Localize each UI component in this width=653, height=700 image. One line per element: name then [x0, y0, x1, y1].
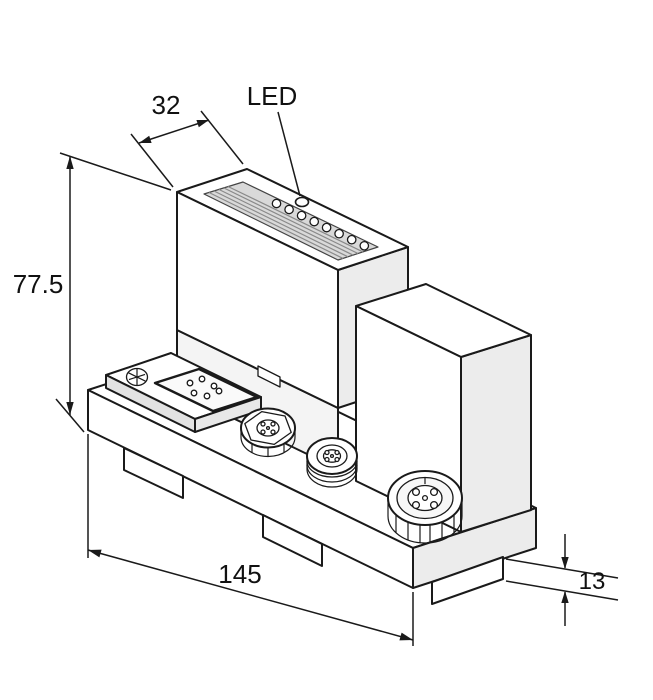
arrowhead	[196, 120, 209, 128]
arrowhead	[66, 402, 74, 415]
pin	[260, 421, 266, 427]
label-plate	[105, 352, 262, 433]
dimension-width: 32	[130, 90, 244, 188]
pin	[411, 487, 421, 497]
dim-foot-label: 13	[579, 568, 606, 595]
pin	[270, 429, 276, 435]
pin-center	[421, 494, 429, 502]
connector-recess	[153, 367, 259, 413]
recess-pin-hole	[190, 389, 198, 397]
label-field	[203, 181, 379, 261]
pin	[429, 500, 439, 510]
pin	[334, 449, 340, 456]
led-window-icon	[346, 234, 357, 245]
m12-connector-threaded	[306, 437, 358, 488]
arrowhead	[88, 549, 102, 558]
mounting-foot-middle	[262, 514, 323, 567]
mounting-foot-right	[431, 556, 504, 605]
label-strip-lines	[208, 185, 364, 259]
pin	[429, 487, 439, 497]
mounting-foot-left	[123, 447, 184, 499]
led-window-icon	[359, 240, 370, 251]
dimension-length: 145	[87, 434, 414, 646]
arrowhead	[399, 632, 413, 641]
pin	[270, 421, 276, 427]
right-housing-end-face	[460, 334, 532, 533]
recess-pin-hole	[186, 379, 194, 387]
led-callout: LED	[247, 81, 301, 197]
pin	[411, 500, 421, 510]
pin	[324, 456, 330, 463]
pin-center	[265, 425, 271, 431]
arrowhead	[66, 156, 74, 169]
pin	[324, 449, 330, 456]
housing-clip-tab	[257, 365, 281, 388]
led-window-icon	[284, 204, 294, 215]
m12-connector-hex	[240, 407, 296, 458]
led-window-icon	[309, 216, 320, 227]
led-label: LED	[247, 81, 298, 111]
recess-pin-hole	[215, 387, 223, 395]
recess-pin-hole	[203, 392, 211, 400]
led-window-row	[271, 198, 370, 251]
round-power-connector	[387, 470, 463, 544]
recess-outline	[153, 367, 259, 413]
pin	[260, 429, 266, 435]
led-window-icon	[334, 228, 344, 239]
dimension-foot: 13	[505, 534, 619, 626]
housing-front-face	[176, 191, 339, 409]
dim-width-label: 32	[152, 90, 181, 120]
led-window-icon	[271, 198, 282, 209]
dim-length-label: 145	[218, 559, 261, 589]
arrowhead	[139, 135, 152, 143]
status-led-icon	[294, 196, 310, 208]
arrowhead	[561, 591, 569, 603]
led-window-icon	[296, 210, 307, 221]
led-window-icon	[321, 222, 332, 233]
dimension-height: 77.5	[13, 152, 172, 433]
dim-height-label: 77.5	[13, 269, 64, 299]
recess-pin-hole	[210, 382, 218, 390]
pin	[334, 456, 340, 463]
cross-screw-icon	[125, 367, 149, 387]
pin-center	[329, 453, 335, 459]
arrowhead	[561, 557, 569, 569]
recess-pin-hole	[198, 375, 206, 383]
